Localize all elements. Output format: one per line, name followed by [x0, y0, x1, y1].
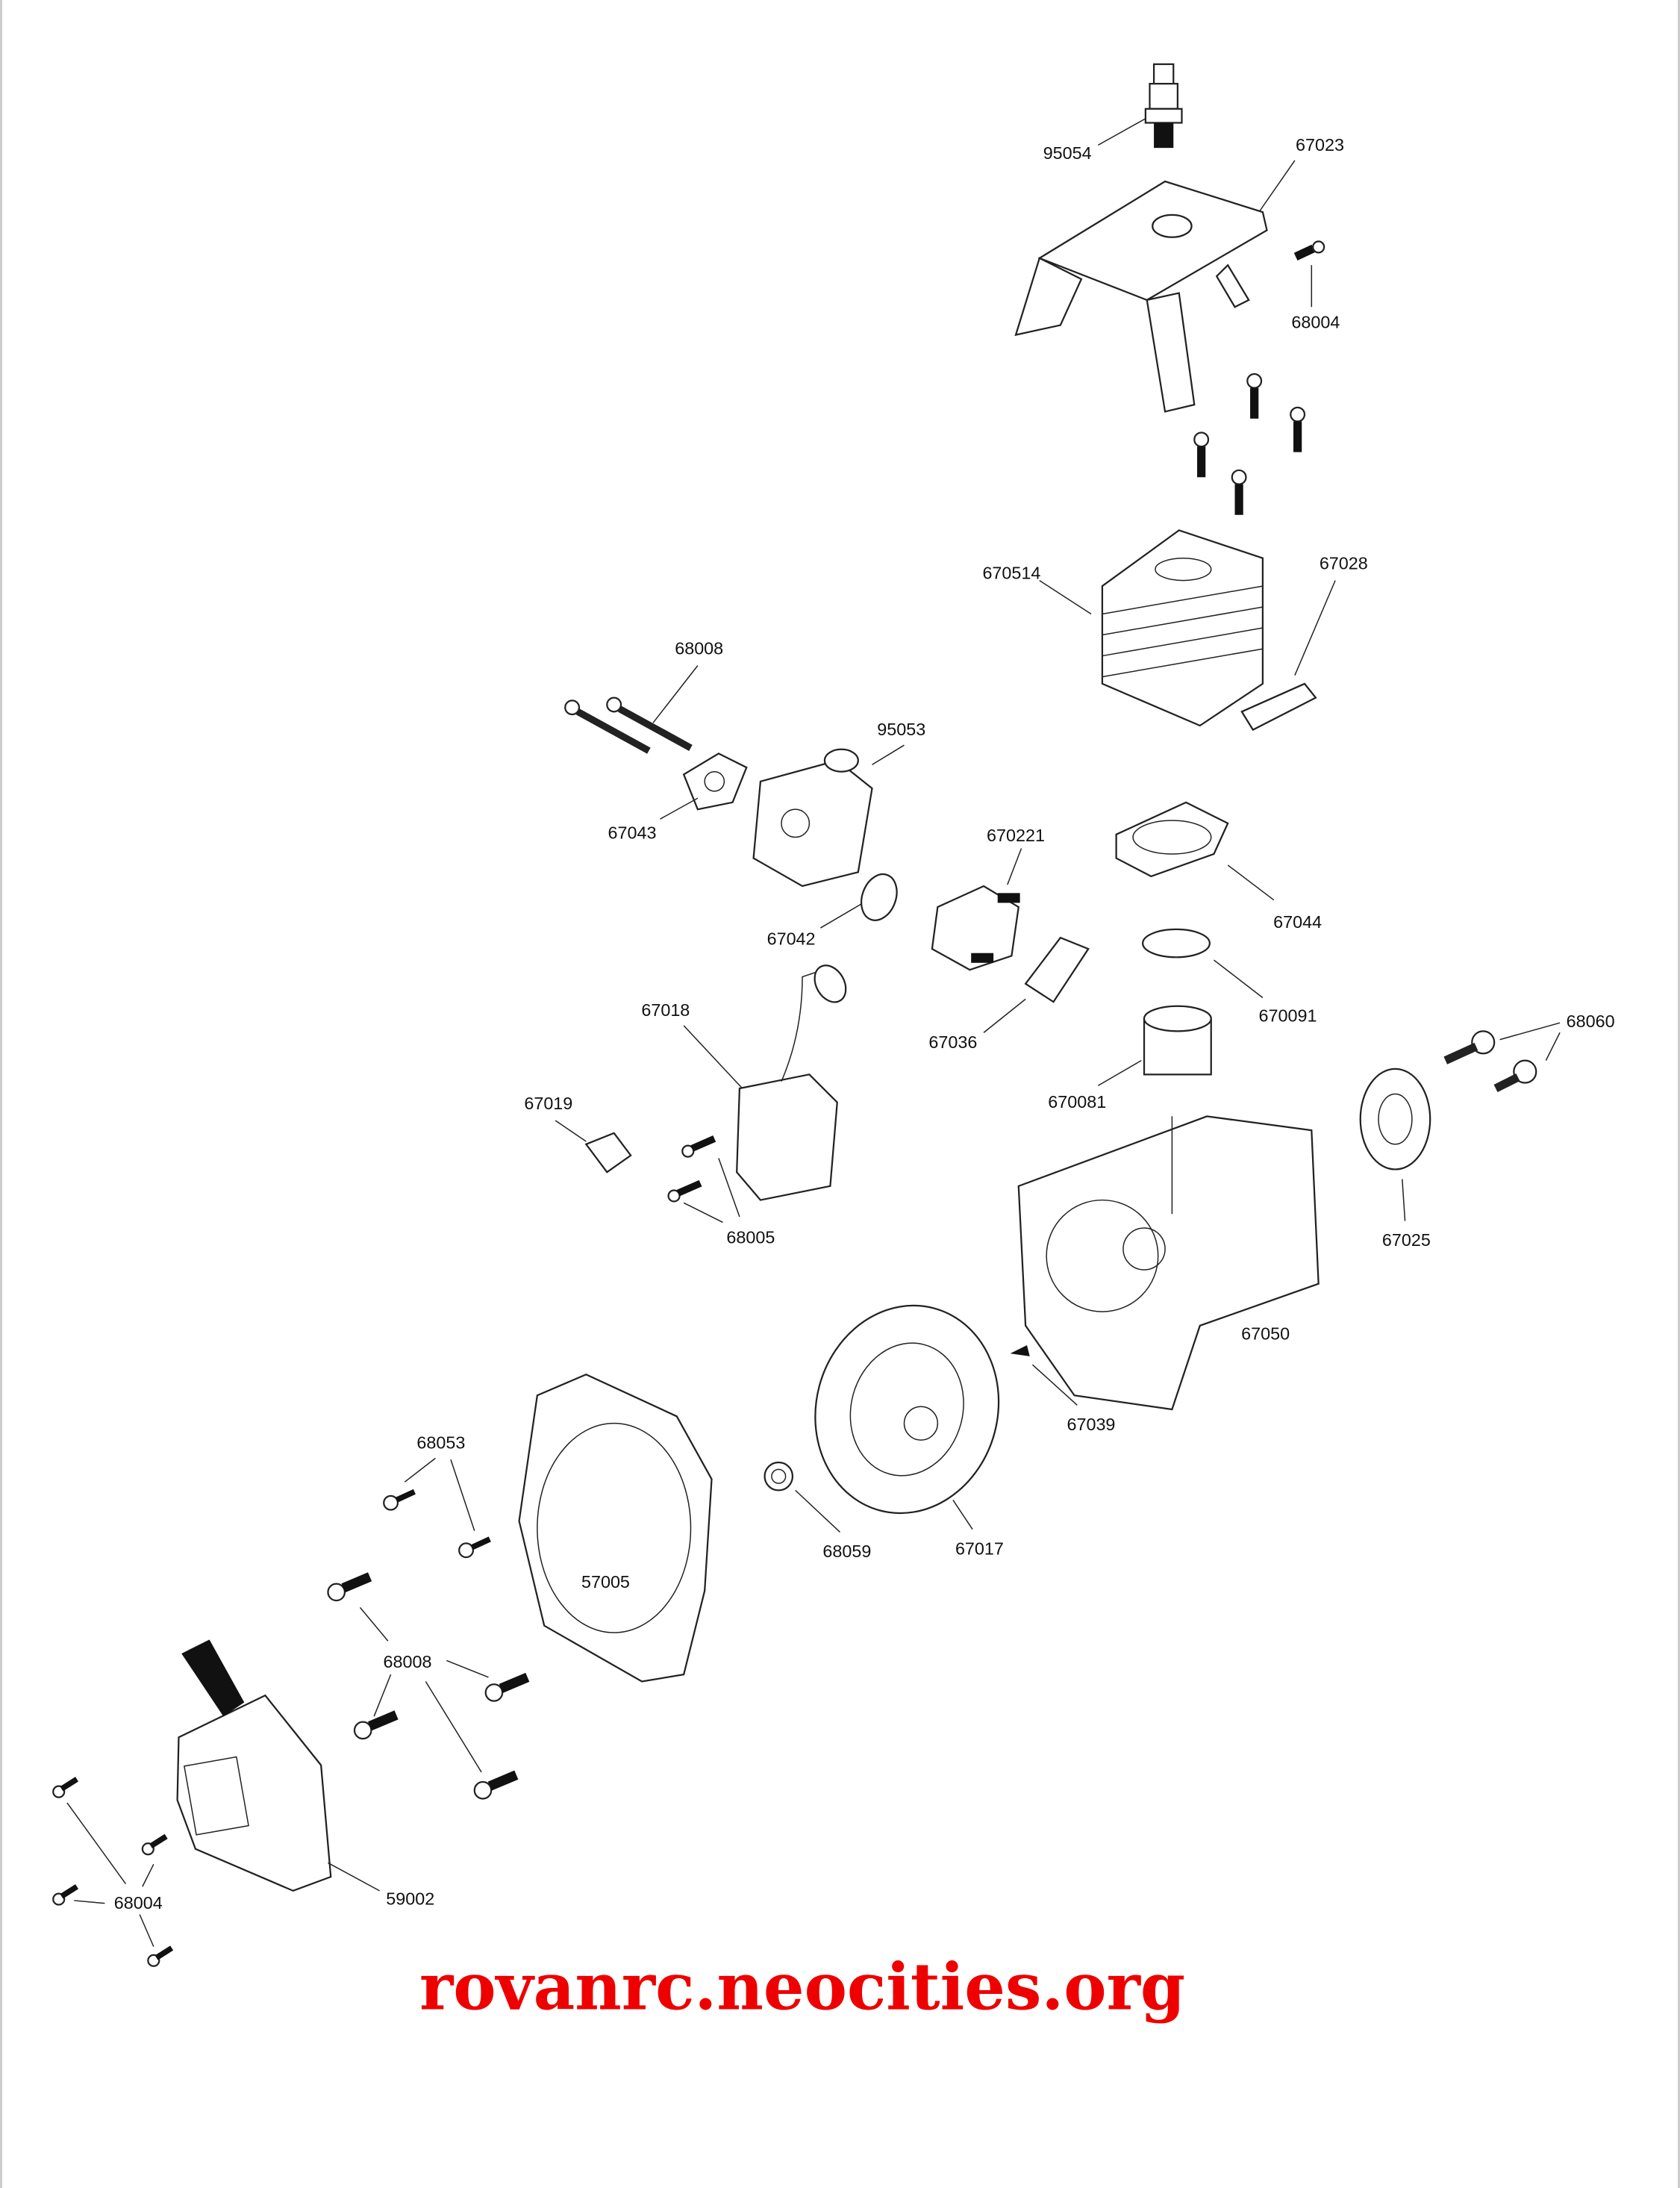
label-59002: 59002 [386, 1889, 434, 1909]
fan-cover [518, 1373, 713, 1683]
label-67043: 67043 [608, 823, 656, 842]
carburetor [752, 748, 873, 888]
label-67019: 67019 [524, 1094, 572, 1113]
label-95054: 95054 [1043, 143, 1092, 163]
fan-cover-screws [383, 1489, 491, 1559]
carb-gasket-outer [682, 752, 748, 811]
label-67042: 67042 [767, 929, 816, 948]
fan-cover-bolts [327, 1572, 530, 1800]
top-cover [1014, 180, 1268, 413]
carb-bolts [564, 696, 693, 754]
intake-gasket [1024, 936, 1090, 1003]
label-68008-carb: 68008 [675, 639, 723, 658]
label-95053: 95053 [877, 720, 925, 739]
starter-screws [52, 1777, 174, 1967]
label-670514: 670514 [982, 564, 1040, 583]
label-68060: 68060 [1567, 1012, 1615, 1031]
top-cover-screw [1293, 240, 1325, 261]
label-68004-top: 68004 [1291, 312, 1340, 331]
watermark: rovanrc.neocities.org [419, 1950, 1185, 2025]
exhaust-gasket [1240, 682, 1317, 732]
woodruff-key [1010, 1344, 1030, 1356]
label-67017: 67017 [955, 1539, 1004, 1558]
piston [1143, 1005, 1212, 1076]
label-670221: 670221 [987, 826, 1045, 845]
label-67039: 67039 [1067, 1415, 1115, 1434]
label-68008-cover: 68008 [384, 1652, 432, 1671]
label-670091: 670091 [1259, 1006, 1317, 1025]
cylinder [1101, 529, 1264, 727]
piston-ring [1142, 928, 1211, 959]
recoil-starter [176, 1639, 332, 1892]
label-68059: 68059 [822, 1542, 871, 1561]
page-edge-left [0, 0, 2, 2188]
flywheel [814, 1304, 1000, 1515]
spark-plug [1144, 63, 1183, 149]
carb-gasket-inner [861, 873, 898, 921]
page-edge-right [1678, 0, 1680, 2188]
coil-screws [667, 1135, 716, 1203]
label-68053: 68053 [416, 1433, 465, 1452]
label-67036: 67036 [928, 1032, 977, 1052]
label-68005: 68005 [726, 1228, 775, 1247]
clutch [1359, 1067, 1431, 1171]
clutch-bolts [1443, 1030, 1537, 1093]
label-67044: 67044 [1273, 912, 1322, 932]
insulator [931, 885, 1020, 971]
label-67028: 67028 [1320, 554, 1368, 573]
cylinder-bolts [1193, 373, 1306, 515]
label-67023: 67023 [1296, 135, 1344, 155]
flywheel-nut [764, 1461, 794, 1492]
cylinder-gasket [1115, 801, 1229, 878]
label-67025: 67025 [1382, 1230, 1431, 1250]
ignition-coil [736, 964, 847, 1201]
label-670081: 670081 [1048, 1092, 1106, 1112]
crankcase [1017, 1115, 1320, 1411]
label-67018: 67018 [641, 1000, 690, 1020]
label-68004-starter: 68004 [114, 1893, 163, 1913]
label-67050: 67050 [1241, 1324, 1290, 1343]
kill-switch [584, 1132, 632, 1174]
label-57005: 57005 [581, 1572, 630, 1592]
